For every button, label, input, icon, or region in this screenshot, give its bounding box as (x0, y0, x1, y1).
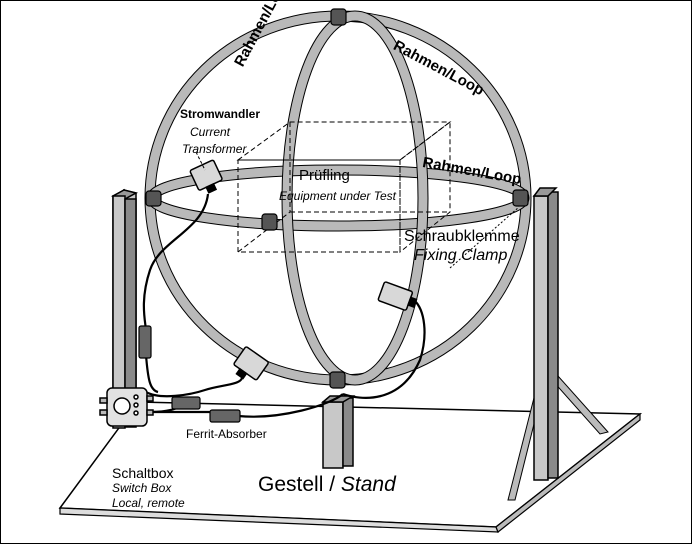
fixing-clamps (145, 8, 529, 389)
cable-ct-middle (145, 377, 244, 398)
label-ferrite: Ferrit-Absorber (186, 427, 267, 441)
ferrite-absorbers (138, 325, 241, 423)
equipment-under-test-box (236, 120, 452, 254)
current-transformers (189, 159, 418, 381)
ct-right (377, 281, 418, 311)
ct-top (189, 159, 223, 194)
label-eut-de: Prüfling (299, 167, 350, 184)
label-clamp-de: Schraubklemme (404, 228, 520, 245)
label-stand-en: Stand (340, 473, 396, 496)
ferrite-upper (171, 396, 201, 410)
leader-lines (195, 151, 520, 269)
ct-middle (233, 346, 269, 381)
center-pedestal (320, 395, 356, 469)
clamp-top (330, 8, 347, 26)
label-current-transformer-en-2: Transformer (182, 142, 247, 156)
label-switchbox-en: Switch Box (112, 481, 172, 495)
ferrite-vertical (138, 325, 152, 359)
cable-ct-top (142, 193, 210, 331)
label-eut-en: Equipment under Test (279, 189, 396, 203)
loop-vertical (282, 11, 428, 385)
cable-ct-right (342, 299, 426, 399)
label-current-transformer-en-1: Current (190, 125, 231, 139)
clamp-right (512, 189, 529, 207)
label-switchbox-mode: Local, remote (112, 496, 185, 510)
label-switchbox-de: Schaltbox (112, 465, 174, 481)
clamp-front (261, 213, 278, 231)
cables (142, 193, 426, 418)
label-current-transformer-de: Stromwandler (180, 107, 261, 121)
cable-pedestal (237, 393, 344, 418)
right-post (532, 187, 559, 481)
clamp-left (145, 190, 162, 207)
label-clamp-en: Fixing Clamp (414, 247, 508, 264)
clamp-bottom (329, 371, 346, 389)
ferrite-lower (209, 409, 241, 423)
label-stand: Gestell / Stand (258, 473, 396, 496)
label-stand-de: Gestell / (258, 473, 336, 496)
switch-box (99, 387, 154, 427)
